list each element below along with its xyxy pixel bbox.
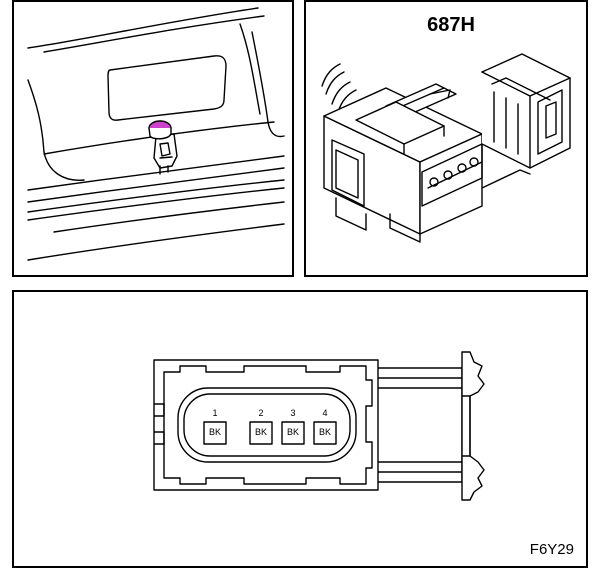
pinout-view-panel: 1 BK 2 BK 3 BK 4 BK F6Y29 (12, 290, 588, 568)
pin-3: 3 BK (282, 408, 304, 443)
figure-code: F6Y29 (529, 541, 574, 558)
pin-wire-color: BK (286, 427, 299, 437)
connector-3d-illustration (321, 53, 571, 243)
connector-location-marker (148, 120, 178, 175)
pin-number: 3 (290, 408, 296, 418)
connector-face-view (153, 351, 485, 501)
pin-wire-color: BK (208, 427, 221, 437)
vehicle-rear-illustration (27, 7, 285, 261)
pin-box-1 (203, 421, 337, 445)
pin-number: 2 (258, 408, 264, 418)
pin-cavities (421, 143, 483, 207)
pin-wire-color: BK (318, 427, 331, 437)
pin-wire-color: BK (254, 427, 267, 437)
pin-2: 2 BK (250, 408, 272, 443)
location-view-panel (12, 0, 294, 277)
pin-number: 1 (212, 408, 218, 418)
pin-number: 4 (322, 408, 328, 418)
connector-view-panel: 687H (304, 0, 588, 277)
pin-1: 1 BK (204, 408, 226, 443)
connector-title: 687H (427, 14, 475, 36)
pin-4: 4 BK (314, 408, 336, 443)
